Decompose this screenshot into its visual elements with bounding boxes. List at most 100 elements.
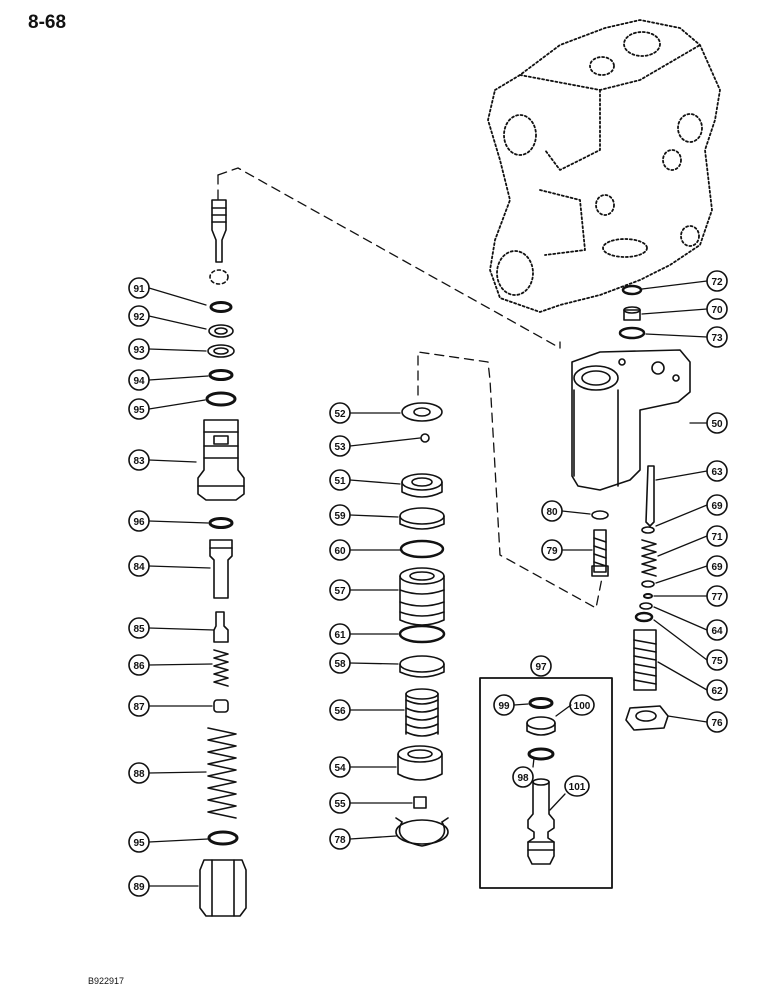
callout-63: 63	[706, 460, 728, 482]
callout-101: 101	[564, 775, 590, 797]
svg-text:78: 78	[334, 835, 346, 846]
kit-callout-97: 97	[530, 655, 552, 677]
callout-76: 76	[706, 711, 728, 733]
svg-text:61: 61	[334, 630, 346, 641]
svg-text:95: 95	[133, 838, 145, 849]
svg-text:57: 57	[334, 586, 346, 597]
callout-88: 88	[128, 762, 150, 784]
callout-85: 85	[128, 617, 150, 639]
svg-text:80: 80	[546, 507, 558, 518]
callout-72: 72	[706, 270, 728, 292]
svg-text:73: 73	[711, 333, 723, 344]
valve-body	[487, 19, 721, 313]
svg-text:93: 93	[133, 345, 145, 356]
svg-text:60: 60	[334, 546, 346, 557]
svg-text:76: 76	[711, 718, 723, 729]
callout-64: 64	[706, 619, 728, 641]
svg-text:56: 56	[334, 706, 346, 717]
callout-84: 84	[128, 555, 150, 577]
callout-80: 80	[541, 500, 563, 522]
svg-text:51: 51	[334, 476, 346, 487]
callout-69: 69	[706, 494, 728, 516]
right-column-parts	[571, 284, 691, 731]
svg-text:95: 95	[133, 405, 145, 416]
svg-text:58: 58	[334, 659, 346, 670]
callout-87: 87	[128, 695, 150, 717]
svg-text:72: 72	[711, 277, 723, 288]
callouts: 91 92 93 94 95 83 96 84 85 86 87 88 95 8…	[128, 270, 728, 897]
callout-54: 54	[329, 756, 351, 778]
kit-box	[479, 677, 613, 889]
callout-51: 51	[329, 469, 351, 491]
callout-91: 91	[128, 277, 150, 299]
callout-73: 73	[706, 326, 728, 348]
callout-69-lower: 69	[706, 555, 728, 577]
callout-78: 78	[329, 828, 351, 850]
svg-text:91: 91	[133, 284, 145, 295]
svg-text:83: 83	[133, 456, 145, 467]
svg-text:96: 96	[133, 517, 145, 528]
svg-text:55: 55	[334, 799, 346, 810]
svg-text:54: 54	[334, 763, 346, 774]
callout-62: 62	[706, 679, 728, 701]
svg-text:64: 64	[711, 626, 723, 637]
callout-55: 55	[329, 792, 351, 814]
svg-text:97: 97	[535, 662, 547, 673]
svg-text:85: 85	[133, 624, 145, 635]
svg-text:69: 69	[711, 562, 723, 573]
svg-text:59: 59	[334, 511, 346, 522]
callout-59: 59	[329, 504, 351, 526]
callout-79: 79	[541, 539, 563, 561]
callout-58: 58	[329, 652, 351, 674]
callout-92: 92	[128, 305, 150, 327]
svg-text:70: 70	[711, 305, 723, 316]
callout-57: 57	[329, 579, 351, 601]
callout-53: 53	[329, 435, 351, 457]
svg-text:87: 87	[133, 702, 145, 713]
callout-60: 60	[329, 539, 351, 561]
figure-code: B922917	[88, 976, 125, 986]
middle-column-parts	[395, 402, 449, 847]
callout-100: 100	[569, 694, 595, 716]
leader-lines	[148, 280, 708, 887]
callout-71: 71	[706, 525, 728, 547]
svg-text:99: 99	[498, 701, 510, 712]
callout-83: 83	[128, 449, 150, 471]
svg-text:88: 88	[133, 769, 145, 780]
callout-75: 75	[706, 649, 728, 671]
callout-99: 99	[493, 694, 515, 716]
callout-50: 50	[706, 412, 728, 434]
callout-89: 89	[128, 875, 150, 897]
callout-98: 98	[512, 766, 534, 788]
callout-93: 93	[128, 338, 150, 360]
svg-text:71: 71	[711, 532, 723, 543]
svg-text:62: 62	[711, 686, 723, 697]
callout-52: 52	[329, 402, 351, 424]
svg-text:98: 98	[517, 773, 529, 784]
svg-text:69: 69	[711, 501, 723, 512]
left-column-parts	[197, 199, 247, 917]
callout-56: 56	[329, 699, 351, 721]
svg-text:52: 52	[334, 409, 346, 420]
svg-text:63: 63	[711, 467, 723, 478]
svg-text:86: 86	[133, 661, 145, 672]
callout-94: 94	[128, 369, 150, 391]
callout-86: 86	[128, 654, 150, 676]
guide-lines	[217, 167, 603, 609]
svg-text:77: 77	[711, 592, 723, 603]
callout-95: 95	[128, 398, 150, 420]
callout-96: 96	[128, 510, 150, 532]
page-number: 8-68	[28, 12, 67, 33]
svg-text:75: 75	[711, 656, 723, 667]
callout-61: 61	[329, 623, 351, 645]
svg-text:94: 94	[133, 376, 145, 387]
svg-text:53: 53	[334, 442, 346, 453]
svg-text:92: 92	[133, 312, 145, 323]
svg-text:101: 101	[569, 782, 586, 793]
svg-text:84: 84	[133, 562, 145, 573]
svg-text:79: 79	[546, 546, 558, 557]
callout-95-lower: 95	[128, 831, 150, 853]
svg-text:89: 89	[133, 882, 145, 893]
callout-77: 77	[706, 585, 728, 607]
